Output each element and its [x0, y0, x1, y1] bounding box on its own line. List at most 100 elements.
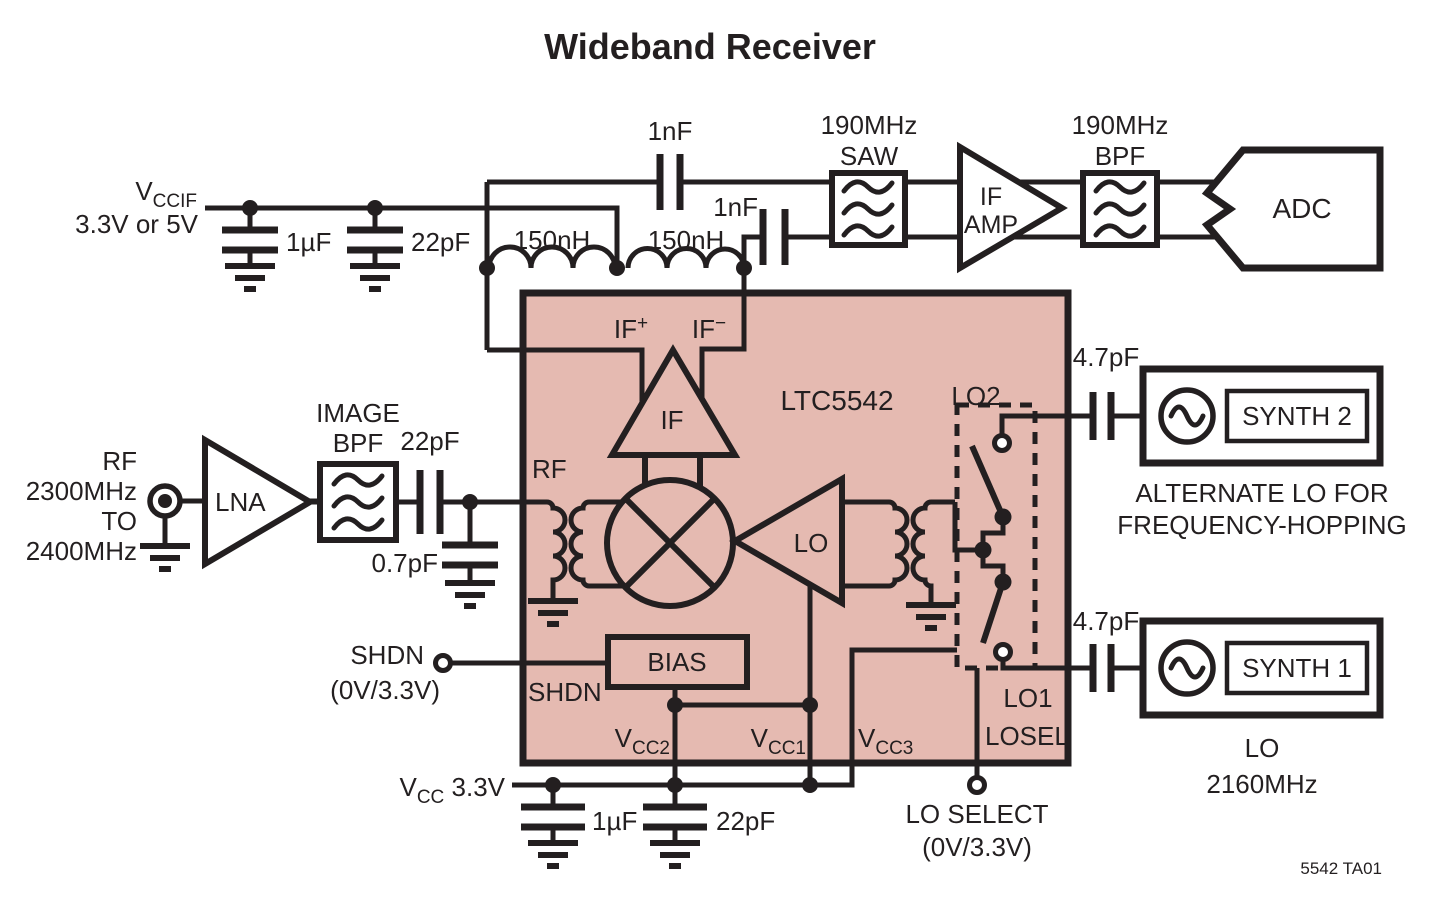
lo-freq-note-line1: LO — [1245, 733, 1280, 763]
pin-shdn-label: SHDN — [528, 677, 602, 707]
shdn-terminal — [433, 653, 453, 673]
junction-dot — [609, 260, 625, 276]
saw-filter: 190MHz SAW — [821, 110, 918, 248]
series-cap-1nf-bottom: 1nF — [713, 192, 832, 268]
alternate-lo-note-line2: FREQUENCY-HOPPING — [1117, 510, 1406, 540]
if-amp-triangle-icon — [957, 141, 1068, 274]
switch-contact-lo1 — [993, 642, 1013, 662]
rf-transformer-icon — [523, 499, 624, 624]
sine-wave-icon — [1168, 404, 1206, 428]
lo2-wire — [999, 413, 1090, 435]
shdn-label: SHDN — [350, 640, 424, 670]
vccif-rail-wire — [205, 205, 620, 268]
lo-select-section: LO SELECT (0V/3.3V) — [905, 668, 1049, 862]
synth1-label: SYNTH 1 — [1242, 653, 1352, 683]
lo1-path-section: 4.7pF SYNTH 1 LO 2160MHz — [1000, 606, 1384, 799]
if-amp-label-line2: AMP — [964, 211, 1018, 239]
lo-select-levels-label: (0V/3.3V) — [922, 832, 1032, 862]
chip-if-amp-triangle-icon — [606, 344, 741, 458]
junction-dot — [367, 200, 383, 216]
bpf-label-line1: 190MHz — [1072, 110, 1169, 140]
rf-label-line4: 2400MHz — [26, 536, 137, 566]
ground-icon — [445, 583, 495, 606]
synth2-block: SYNTH 2 — [1139, 365, 1384, 467]
vcc-cap1-value: 1µF — [592, 806, 637, 836]
switch-contact-lo2 — [992, 433, 1012, 453]
pin-lo1-label: LO1 — [1003, 683, 1052, 713]
pin-rf-label: RF — [532, 454, 567, 484]
if-minus-wire — [699, 268, 747, 399]
vccif-cap1-value: 1µF — [286, 227, 331, 257]
choke-150nh-2: 150nH — [625, 225, 747, 269]
choke1-value: 150nH — [514, 225, 591, 255]
switch-arm-lo1 — [980, 581, 1006, 644]
image-bpf-label-line1: IMAGE — [316, 398, 400, 428]
adc-block: ADC — [1201, 146, 1384, 272]
switch-common-dot — [974, 541, 992, 559]
ground-icon — [225, 266, 275, 289]
if-plus-wire — [487, 347, 645, 403]
junction-dot — [802, 697, 818, 713]
vccif-label: VCCIF — [135, 176, 197, 212]
lo-switch — [954, 402, 1038, 671]
saw-label-line1: 190MHz — [821, 110, 918, 140]
pin-if-minus-label: IF− — [692, 313, 726, 344]
vccif-voltage-label: 3.3V or 5V — [75, 209, 199, 239]
if-output-network: 1nF 150nH 150nH 1nF — [479, 116, 832, 350]
shdn-levels-label: (0V/3.3V) — [330, 675, 440, 705]
rf-connector-icon — [140, 483, 190, 569]
lna-triangle-icon — [202, 434, 316, 570]
mixer-icon — [604, 477, 736, 609]
rf-shunt-cap-value: 0.7pF — [372, 548, 439, 578]
if-amp-label-line1: IF — [980, 183, 1002, 211]
choke2-value: 150nH — [648, 225, 725, 255]
chip-lo-amp-triangle-icon — [729, 473, 845, 609]
saw-label-line2: SAW — [840, 141, 899, 171]
lna-amp: LNA — [202, 434, 316, 570]
junction-dot — [667, 697, 683, 713]
junction-dot — [242, 200, 258, 216]
vccif-supply-section: VCCIF 3.3V or 5V 1µF 22pF — [75, 176, 620, 289]
diagram-title: Wideband Receiver — [544, 26, 876, 67]
vcc-cap-22pf: 22pF — [643, 785, 775, 866]
alternate-lo-note-line1: ALTERNATE LO FOR — [1135, 478, 1388, 508]
vccif-cap-22pf: 22pF — [347, 200, 470, 289]
lo1-cap-value: 4.7pF — [1073, 606, 1140, 636]
choke-150nh-1: 150nH — [486, 225, 618, 269]
vcc-cap-1uf: 1µF — [521, 785, 637, 866]
pin-vcc3-label: VCC3 — [858, 723, 913, 759]
chip-if-amp: IF — [606, 344, 741, 489]
lo1-wire — [1000, 660, 1090, 671]
lo-freq-note-line2: 2160MHz — [1206, 769, 1317, 799]
ground-icon — [528, 843, 578, 866]
series-cap-1nf-top: 1nF — [648, 116, 692, 210]
lo-select-terminal — [967, 775, 987, 795]
figure-reference: 5542 TA01 — [1300, 859, 1382, 878]
chip-lo-amp: LO — [729, 473, 845, 609]
junction-dot — [462, 494, 478, 510]
switch-pole-dot — [994, 573, 1012, 591]
sine-wave-icon — [1168, 656, 1206, 680]
switch-dashed-box — [954, 402, 1038, 671]
image-bpf-label-line2: BPF — [333, 428, 384, 458]
rf-label-line1: RF — [102, 446, 137, 476]
rf-series-cap-22pf: 22pF — [400, 426, 460, 534]
junction-dot — [479, 260, 495, 276]
pin-lo2-label: LO2 — [951, 381, 1000, 411]
pin-losel-label: LOSEL — [985, 721, 1069, 751]
chip-name: LTC5542 — [780, 385, 893, 416]
rf-label-line2: 2300MHz — [26, 476, 137, 506]
cap-1nf-bottom-value: 1nF — [713, 192, 758, 222]
vccif-cap-1uf: 1µF — [222, 200, 331, 289]
adc-label: ADC — [1272, 193, 1331, 224]
vcc-label: VCC 3.3V — [399, 772, 505, 808]
lna-label: LNA — [215, 487, 266, 517]
lo2-path-section: 4.7pF SYNTH 2 ALTERNATE LO FOR FREQUENCY… — [999, 342, 1407, 540]
rf-series-cap-value: 22pF — [400, 426, 459, 456]
vcc-internal-wiring — [667, 585, 818, 785]
lo-select-label: LO SELECT — [905, 799, 1048, 829]
vcc-rail-section: VCC 3.3V 1µF 22pF — [399, 647, 957, 866]
synth2-label: SYNTH 2 — [1242, 401, 1352, 431]
if-signal-chain: 190MHz SAW IF AMP 190MHz BPF ADC — [821, 110, 1384, 274]
